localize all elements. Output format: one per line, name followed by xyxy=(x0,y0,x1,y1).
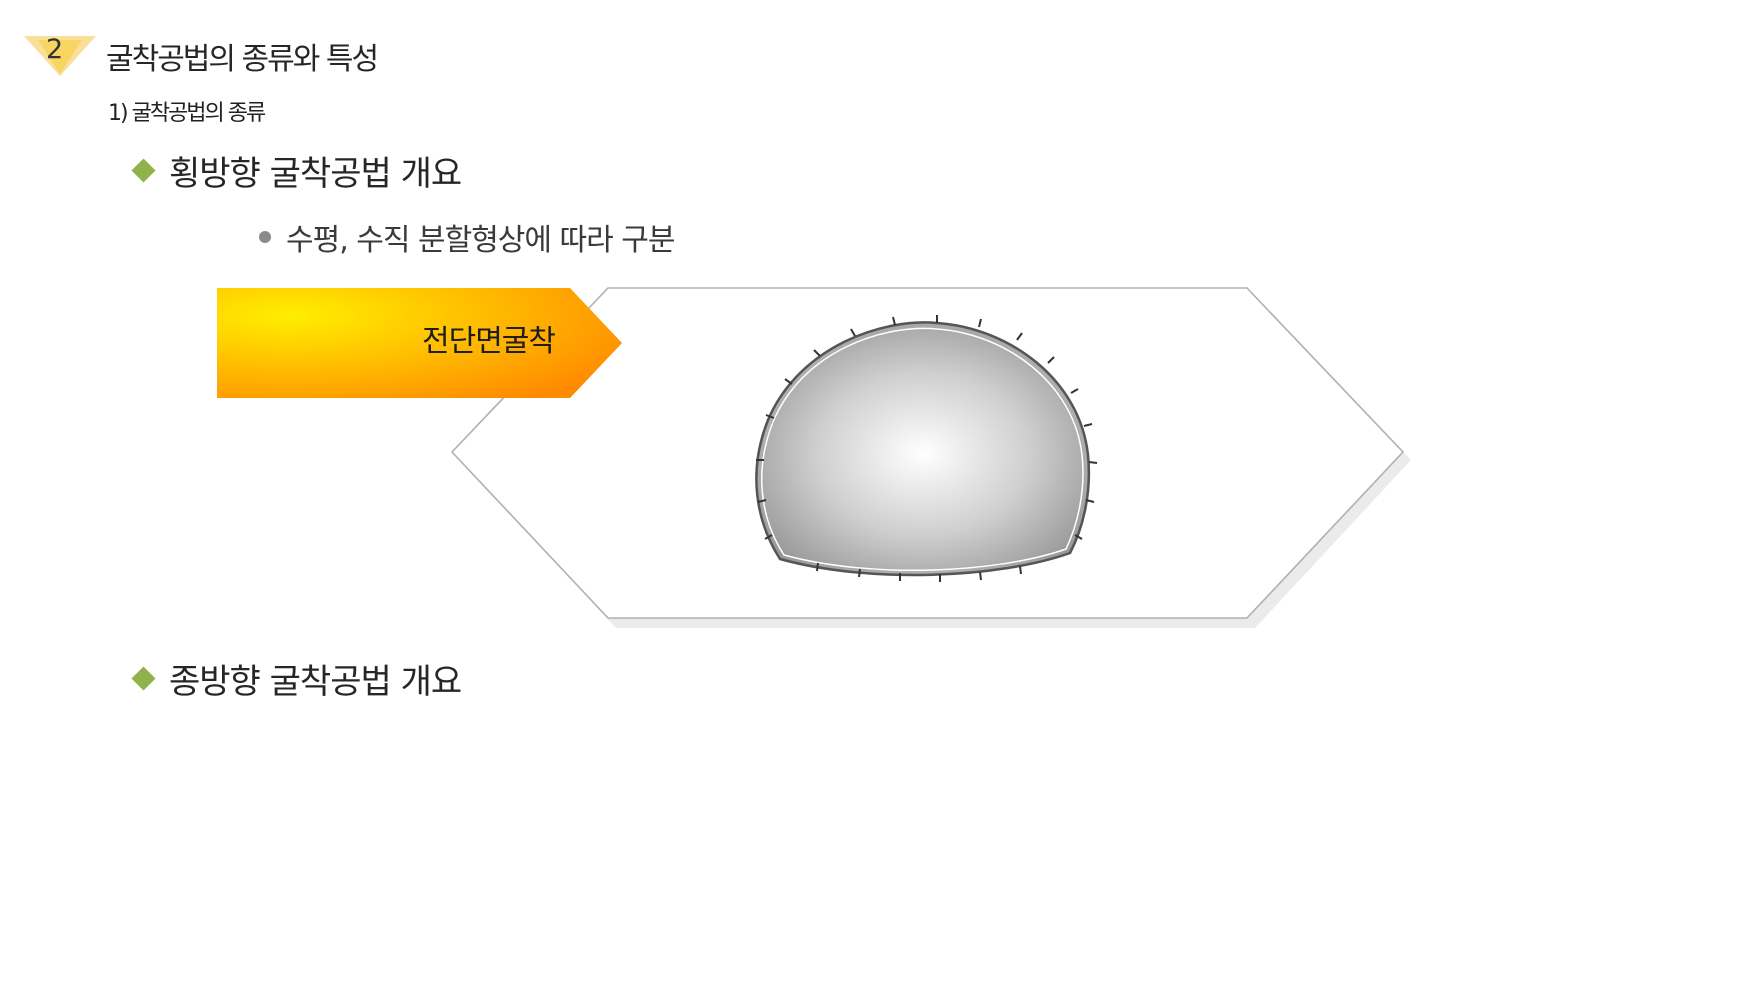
bullet-item: 횡방향 굴착공법 개요 xyxy=(131,146,462,195)
section-number: 2 xyxy=(46,34,64,65)
bullet-item: 종방향 굴착공법 개요 xyxy=(131,654,462,703)
sub-bullet-text: 수평, 수직 분할형상에 따라 구분 xyxy=(286,223,675,258)
bullet-text: 종방향 굴착공법 개요 xyxy=(169,662,462,702)
triangle-badge-icon xyxy=(24,36,96,76)
rock-bolt-marks xyxy=(756,315,1098,582)
method-label: 전단면굴착 xyxy=(422,324,556,359)
dot-bullet-icon xyxy=(259,231,271,243)
sub-bullet-item: 수평, 수직 분할형상에 따라 구분 xyxy=(259,215,675,259)
section-title: 굴착공법의 종류와 특성 xyxy=(106,42,379,77)
subsection-title: 1) 굴착공법의 종류 xyxy=(108,101,266,126)
method-label-arrow xyxy=(217,288,622,398)
section-number-badge: 2 xyxy=(24,30,96,78)
tunnel-outline-inner xyxy=(761,327,1084,572)
tunnel-section xyxy=(755,321,1091,577)
diamond-bullet-icon xyxy=(131,666,156,691)
bullet-text: 횡방향 굴착공법 개요 xyxy=(169,154,462,194)
